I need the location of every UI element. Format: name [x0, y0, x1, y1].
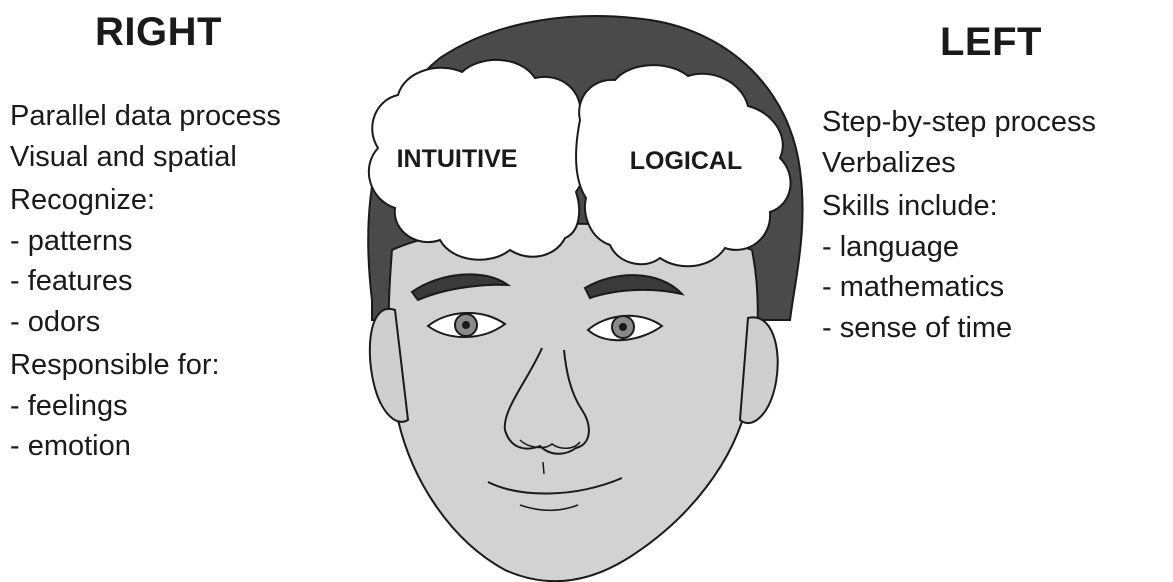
left-hemisphere-heading: LEFT: [940, 20, 1042, 65]
right-item: Visual and spatial: [10, 137, 281, 178]
right-item: Responsible for:: [10, 345, 281, 386]
left-item: Skills include:: [822, 186, 1096, 227]
right-item: - features: [10, 261, 281, 302]
right-item: Recognize:: [10, 180, 281, 221]
right-item: - emotion: [10, 426, 281, 467]
logical-label: LOGICAL: [630, 147, 743, 175]
philtrum: [543, 462, 544, 474]
left-item: - sense of time: [822, 308, 1096, 349]
right-item: - patterns: [10, 221, 281, 262]
intuitive-label: INTUITIVE: [397, 145, 518, 173]
left-item: - mathematics: [822, 267, 1096, 308]
right-item: - feelings: [10, 386, 281, 427]
right-item: - odors: [10, 302, 281, 343]
left-item: Verbalizes: [822, 143, 1096, 184]
right-item: Parallel data process: [10, 96, 281, 137]
right-pupil: [619, 323, 627, 331]
left-hemisphere-list: Step-by-step process Verbalizes Skills i…: [822, 102, 1096, 348]
left-item: Step-by-step process: [822, 102, 1096, 143]
right-hemisphere-heading: RIGHT: [95, 10, 222, 55]
left-pupil: [462, 321, 470, 329]
left-item: - language: [822, 227, 1096, 268]
right-hemisphere-list: Parallel data process Visual and spatial…: [10, 96, 281, 467]
head-illustration: INTUITIVE LOGICAL: [320, 0, 820, 582]
